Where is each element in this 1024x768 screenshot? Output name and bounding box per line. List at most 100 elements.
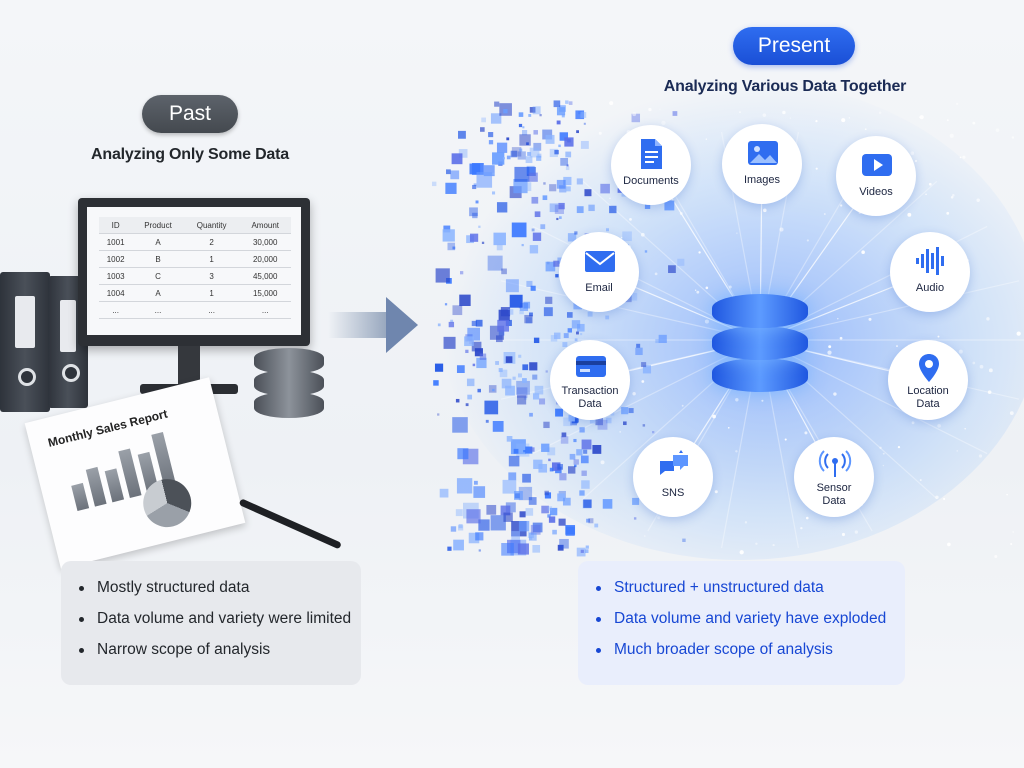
data-cube (552, 529, 557, 535)
data-cube (514, 166, 530, 182)
sparkle (935, 495, 939, 499)
binder (0, 272, 50, 412)
data-cube (568, 101, 573, 105)
data-cube (629, 292, 638, 301)
data-cube (628, 408, 634, 414)
data-cube (476, 172, 493, 188)
sparkle (659, 108, 661, 110)
sparkle (815, 167, 818, 170)
sparkle (805, 516, 809, 520)
sparkle (761, 399, 764, 402)
table-row: ... ... ... ... (99, 301, 291, 319)
data-cube (475, 319, 483, 327)
data-cube (529, 107, 536, 113)
data-cube (541, 443, 550, 452)
data-cube (548, 458, 551, 462)
sensor-icon (818, 450, 852, 477)
data-cube (558, 144, 561, 148)
data-cube (600, 183, 610, 194)
data-cube (455, 509, 463, 517)
sparkle (976, 198, 980, 203)
data-cube (547, 514, 551, 518)
data-cube (503, 512, 513, 522)
list-item: Narrow scope of analysis (79, 641, 361, 672)
table-header: Amount (239, 217, 291, 234)
sparkle (679, 212, 683, 215)
data-cube (521, 130, 528, 136)
sparkle (827, 350, 832, 355)
data-cube (492, 388, 495, 392)
data-cube (575, 110, 585, 120)
data-cube (448, 321, 455, 328)
sparkle (736, 232, 738, 234)
table-cell: 2 (183, 233, 240, 251)
table-header: ID (99, 217, 133, 234)
data-cube (543, 307, 553, 317)
data-cube (450, 526, 457, 532)
table-cell: 1003 (99, 267, 133, 285)
monitor: ID Product Quantity Amount 1001 A 2 30,0… (78, 198, 310, 346)
sparkle (828, 345, 832, 349)
table-cell: 30,000 (239, 233, 291, 251)
data-cube (492, 172, 495, 175)
source-email: Email (559, 232, 639, 312)
data-cube (478, 549, 481, 552)
data-cube (568, 415, 575, 422)
data-cube (437, 413, 440, 416)
sparkle (911, 421, 915, 425)
table-header: Product (132, 217, 184, 234)
data-cube (655, 339, 660, 344)
table-cell: 20,000 (239, 250, 291, 268)
data-cube (499, 369, 508, 378)
data-cube (658, 334, 667, 344)
data-cube (472, 212, 478, 219)
sparkle (839, 336, 843, 340)
sparkle (896, 345, 898, 348)
spreadsheet-screen: ID Product Quantity Amount 1001 A 2 30,0… (87, 207, 301, 335)
data-cube (502, 479, 517, 494)
data-cube (544, 492, 552, 499)
arrow-head-icon (386, 297, 418, 353)
sparkle (632, 391, 636, 396)
source-label: Email (585, 282, 613, 294)
sparkle (629, 217, 632, 221)
data-cube (511, 147, 522, 157)
data-cube (579, 427, 585, 433)
data-cube (496, 335, 503, 343)
data-cube (496, 244, 503, 251)
sparkle (1012, 531, 1015, 533)
past-subtitle: Analyzing Only Some Data (91, 146, 289, 163)
data-cube (525, 156, 533, 164)
sparkle (705, 286, 709, 290)
source-label: Sensor Data (796, 482, 872, 508)
sparkle (762, 113, 767, 117)
data-cube (534, 211, 541, 218)
sparkle (782, 110, 786, 115)
source-sns: SNS (633, 437, 713, 517)
data-cube (532, 393, 540, 400)
source-label-line: Data (822, 495, 846, 507)
data-cube (583, 449, 588, 454)
table-cell: 3 (183, 267, 240, 285)
sparkle (739, 550, 744, 555)
data-cube (512, 376, 516, 380)
data-cube (506, 436, 513, 442)
data-cube (538, 463, 548, 473)
data-cube (493, 232, 506, 246)
data-cube (549, 148, 558, 158)
data-cube (508, 472, 517, 481)
sparkle (972, 361, 976, 365)
data-cube (605, 417, 612, 424)
data-cube (532, 106, 541, 115)
sparkle (800, 526, 803, 530)
sparkle (789, 117, 792, 119)
sparkle (882, 452, 885, 455)
table-cell: C (132, 267, 184, 285)
data-cube (533, 130, 538, 135)
sparkle (784, 438, 787, 441)
data-cube (517, 373, 522, 378)
data-cube (517, 543, 529, 555)
data-cube (565, 151, 572, 158)
data-cube (636, 343, 641, 348)
data-cube (488, 132, 494, 138)
